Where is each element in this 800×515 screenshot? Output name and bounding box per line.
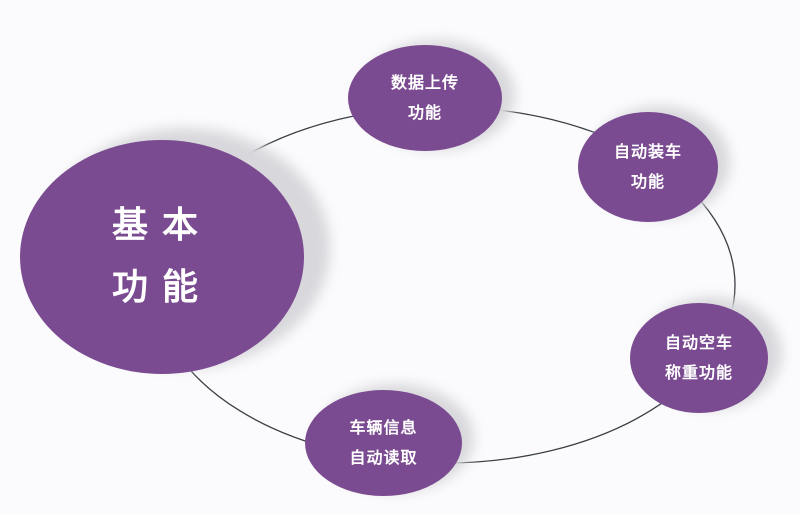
node-label: 自动装车 <box>613 142 682 161</box>
node-label: 称重功能 <box>664 363 733 382</box>
node-label: 功能 <box>407 103 442 122</box>
node-label: 数据上传 <box>390 73 459 92</box>
node-label: 自动读取 <box>349 448 418 467</box>
node-data-upload: 数据上传 功能 <box>348 45 502 151</box>
node-label: 功能 <box>630 172 665 191</box>
node-empty-weighing: 自动空车 称重功能 <box>630 303 768 413</box>
node-label: 车辆信息 <box>349 418 418 437</box>
node-auto-loading: 自动装车 功能 <box>578 112 718 222</box>
node-label: 自动空车 <box>664 333 733 352</box>
center-node-basic-functions: 基本 功能 <box>20 140 304 374</box>
node-vehicle-info-reading: 车辆信息 自动读取 <box>305 390 462 496</box>
center-label-2: 功能 <box>111 267 212 308</box>
center-label-1: 基本 <box>111 205 212 246</box>
